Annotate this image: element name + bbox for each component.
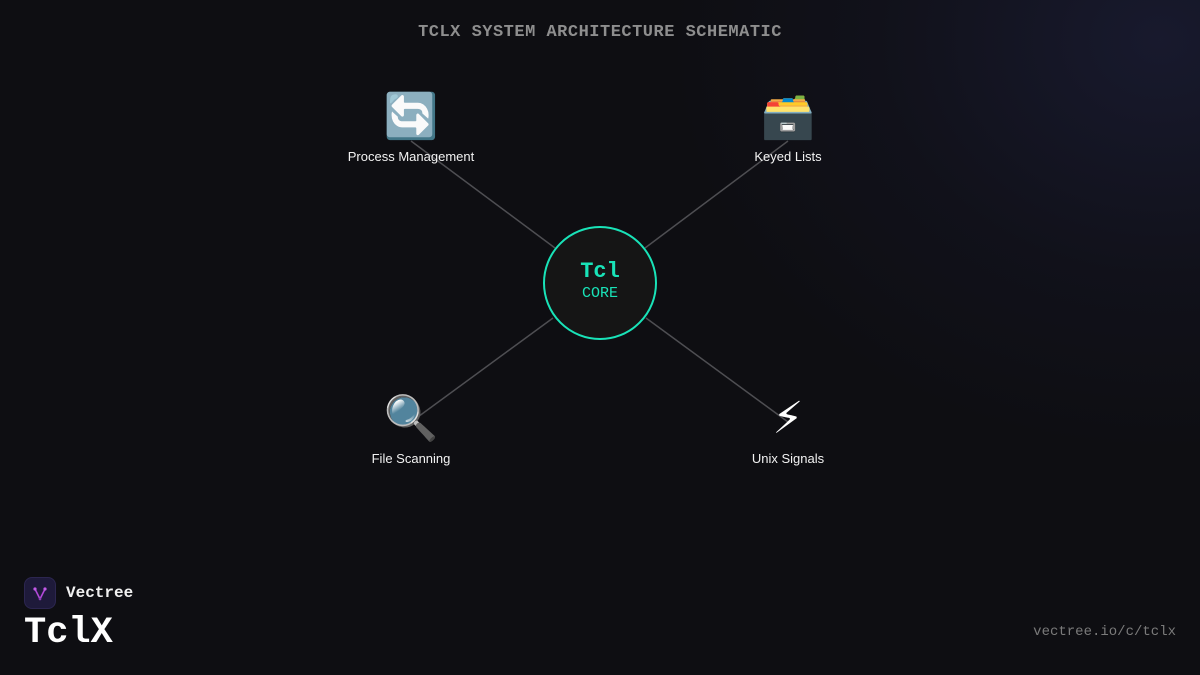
core-name: Tcl bbox=[580, 259, 620, 284]
node-label: Process Management bbox=[347, 149, 475, 164]
edge-core-file-scanning bbox=[410, 317, 554, 423]
brand-row: Vectree bbox=[24, 577, 133, 609]
node-label: File Scanning bbox=[371, 451, 451, 466]
card-file-box-icon: 🗃️ bbox=[760, 91, 816, 142]
lightning-bolt-icon: ⚡ bbox=[772, 393, 804, 444]
core-subtitle: CORE bbox=[581, 285, 618, 302]
node-unix-signals: ⚡ Unix Signals bbox=[678, 392, 898, 466]
edge-core-keyed-lists bbox=[644, 140, 789, 249]
source-url: vectree.io/c/tclx bbox=[1033, 624, 1176, 640]
node-keyed-lists: 🗃️ Keyed Lists bbox=[678, 90, 898, 164]
core-node: Tcl CORE bbox=[543, 226, 657, 340]
brand-block: Vectree TclX bbox=[24, 577, 133, 653]
arrows-cycle-icon: 🔄 bbox=[383, 91, 439, 142]
magnifying-glass-icon: 🔍 bbox=[383, 393, 439, 444]
product-name: TclX bbox=[24, 612, 113, 654]
node-process-management: 🔄 Process Management bbox=[301, 90, 521, 164]
vectree-logo-icon bbox=[24, 577, 56, 609]
node-label: Keyed Lists bbox=[754, 149, 822, 164]
diagram-title: TCLX SYSTEM ARCHITECTURE SCHEMATIC bbox=[418, 23, 782, 42]
brand-name: Vectree bbox=[66, 584, 134, 602]
node-label: Unix Signals bbox=[751, 451, 825, 466]
edge-core-unix-signals bbox=[645, 317, 789, 423]
edge-core-process-management bbox=[410, 140, 556, 249]
node-file-scanning: 🔍 File Scanning bbox=[301, 392, 521, 466]
